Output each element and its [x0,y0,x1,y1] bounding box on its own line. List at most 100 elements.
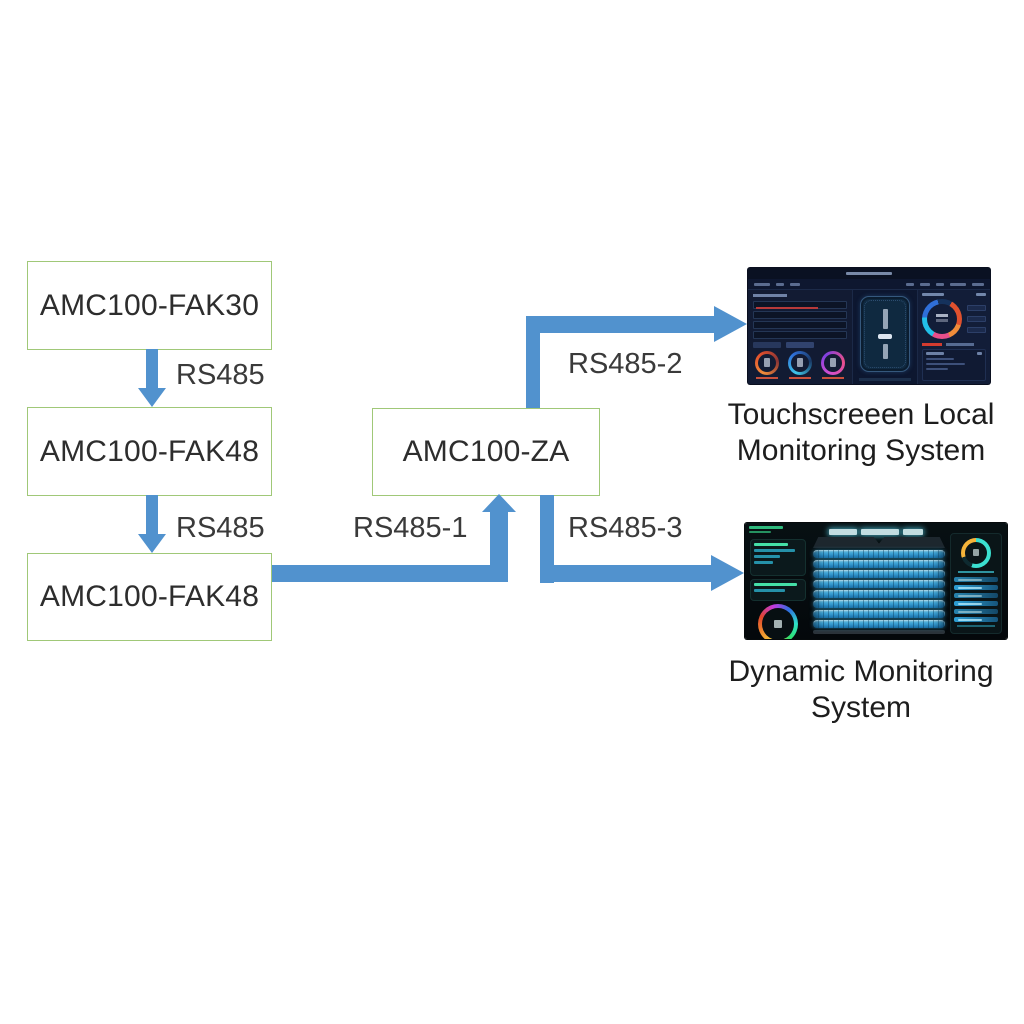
value-readouts [967,305,986,333]
battery-stack [813,537,945,634]
arrow-rs485-3-vertical [540,495,554,583]
gauge-orange [755,351,779,379]
dashboard-gauge-panel [918,290,990,384]
button-bar [753,342,781,348]
title-glow-bar [829,529,857,535]
battery-cell [813,620,945,628]
toolbar-item [754,282,770,286]
arrow-rs485-2-horizontal [526,316,715,333]
gauge-ring-icon [755,351,779,375]
status-row [954,601,998,606]
edge-label-rs485-2: RS485-2 [568,348,683,380]
caption-line-2: Monitoring System [736,434,986,467]
alarm-red-bar [922,343,942,346]
status-row [954,585,998,590]
status-text-green [749,526,783,535]
dashboard-toolbar [748,279,990,290]
header-text-bar [926,352,944,355]
toolbar-item [776,282,784,286]
gauge-ring-icon [788,351,812,375]
gauge-glyph [774,620,782,628]
status-row [954,577,998,582]
button-row [753,342,847,348]
vertical-text-bar [882,309,888,329]
text-bar [754,589,786,592]
toolbar-item [936,282,944,286]
arrow-rs485-2-vertical [526,317,540,408]
battery-cell [813,610,945,618]
node-amc100-fak48-middle: AMC100-FAK48 [27,407,272,496]
text-bar [926,363,966,365]
status-row [954,609,998,614]
text-bar [754,555,781,558]
sub-panel-rows [926,358,982,370]
arrow-rs485-1-vertical [490,511,508,582]
info-panel [750,539,806,576]
edge-label-rs485-top: RS485 [176,359,265,391]
dashboard-title-glow [829,529,923,535]
touchscreen-dashboard-image [748,268,990,384]
form-field [753,301,847,309]
button-bar [786,342,814,348]
node-label: AMC100-FAK48 [39,434,260,468]
dashboard-titlebar [748,268,990,279]
arrow-right-icon [711,555,744,591]
battery-cell [813,590,945,598]
gauge-caption-bar [822,377,844,379]
panel-header-row [922,293,986,296]
gauge-and-values [922,299,986,339]
toolbar-item [906,282,914,286]
caption-line-1: Touchscreeen Local [727,398,995,431]
sub-panel-header [926,352,982,355]
caption-line-2: System [810,691,912,724]
gauge-caption-bar [789,377,811,379]
battery-outline-icon [860,296,910,372]
battery-cell [813,550,945,558]
dashboard-form-panel [748,290,852,384]
gauge-glyph [764,358,770,367]
touchscreen-caption: Touchscreeen Local Monitoring System [706,397,1016,469]
header-text-bar [977,352,982,355]
battery-center-pill [878,334,892,339]
panel-header-bar [753,294,787,297]
toolbar-item [920,282,930,286]
text-bar [926,358,954,360]
alarm-text-bar [946,343,974,346]
toolbar-item [972,282,984,286]
gauge-ring-rainbow-icon [758,604,798,639]
title-glow-bar [903,529,923,535]
status-row [954,617,998,622]
gauge-glyph [973,549,979,556]
form-field [753,311,847,319]
ring-hole [927,304,957,334]
text-bar [754,549,795,552]
edge-label-rs485-3: RS485-3 [568,512,683,544]
text-bar [754,583,798,586]
panel-footer-bar [859,378,911,381]
edge-label-rs485-1: RS485-1 [353,512,468,544]
arrow-down-icon [138,534,166,553]
status-row [954,593,998,598]
gauge-value-bars [936,314,948,317]
toolbar-item [790,282,800,286]
node-amc100-fak30: AMC100-FAK30 [27,261,272,350]
gauge-glyph [797,358,803,367]
node-label: AMC100-FAK48 [39,580,260,613]
arrow-rs485-1-horizontal [272,565,508,582]
text-bar [749,531,771,533]
info-panel-column [750,539,806,639]
form-field [753,331,847,339]
arrow-down-icon [138,388,166,407]
node-label: AMC100-ZA [402,435,570,468]
arrow-up-icon [482,494,516,512]
text-bar [754,543,788,546]
arrow-right-icon [714,306,747,342]
status-panel-column [950,533,1002,634]
caption-line-1: Dynamic Monitoring [728,655,994,688]
header-text-bar [922,293,944,296]
panel-footer-bar [957,625,995,627]
rack-top-cap [813,537,945,548]
node-amc100-fak48-bottom: AMC100-FAK48 [27,553,272,641]
dashboard-battery-panel [852,290,918,384]
gauge-ring-icon [821,351,845,375]
